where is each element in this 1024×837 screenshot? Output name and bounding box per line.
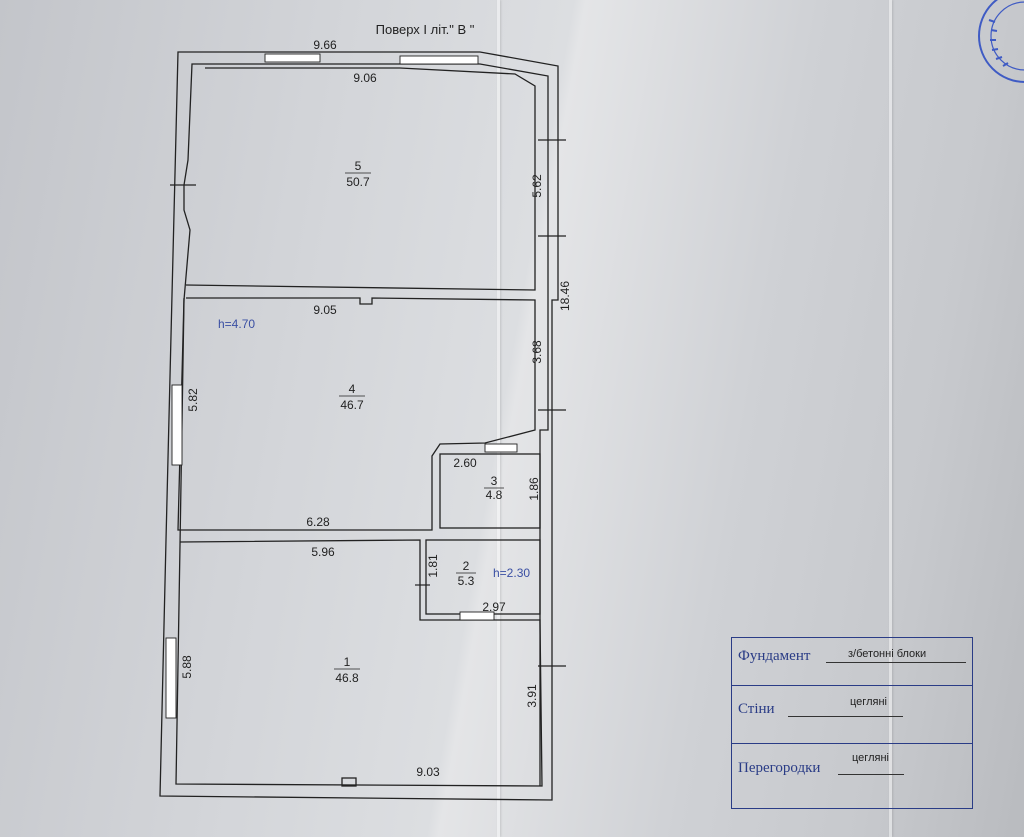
room-area: 46.7 <box>340 398 364 412</box>
seal-stamp-icon <box>978 0 1024 83</box>
dim-room1-left: 5.88 <box>180 655 194 679</box>
legend-row-walls: Стіни цегляні <box>732 686 972 744</box>
walls-underline <box>788 716 903 717</box>
room-1-walls <box>179 539 541 786</box>
dim-room3-height: 1.86 <box>527 477 541 501</box>
room-5-walls <box>185 67 536 291</box>
foundation-value: з/бетонні блоки <box>848 648 927 660</box>
dim-room2-width: 2.97 <box>482 600 506 614</box>
dim-room4-top: 9.05 <box>313 303 337 317</box>
room-4-outline <box>171 297 536 531</box>
room-5-label: 5 50.7 <box>345 159 371 189</box>
dim-room4-bottom: 6.28 <box>306 515 330 529</box>
room-2-outline <box>425 539 541 621</box>
room-3-label: 3 4.8 <box>484 474 504 502</box>
room-3-window <box>484 443 518 453</box>
dim-room4-left: 5.82 <box>186 388 200 412</box>
paper-fold-right <box>889 0 892 837</box>
room-2-label: 2 5.3 <box>456 559 476 588</box>
dim-room3-width: 2.60 <box>453 456 477 470</box>
room-3-outline <box>439 443 541 529</box>
room-number: 3 <box>491 474 498 488</box>
room-4-window <box>171 384 183 466</box>
room-1-entry <box>341 777 357 787</box>
dim-room1-right: 3.91 <box>525 684 539 708</box>
room-5-window-1 <box>264 53 321 63</box>
room-3-walls <box>439 453 541 529</box>
room-1-label: 1 46.8 <box>334 655 360 685</box>
legend-row-foundation: Фундамент з/бетонні блоки <box>732 638 972 686</box>
room-area: 4.8 <box>486 488 503 502</box>
room-5-window-2 <box>399 55 479 65</box>
foundation-label: Фундамент <box>738 648 811 664</box>
plan-title: Поверх I літ." В " <box>376 22 475 37</box>
outer-wall-line <box>159 51 559 801</box>
room-area: 50.7 <box>346 175 370 189</box>
dim-room5-right: 5.62 <box>530 174 544 198</box>
materials-legend: Фундамент з/бетонні блоки Стіни цегляні … <box>731 637 973 809</box>
height-main-label: h=4.70 <box>218 317 255 331</box>
room-number: 4 <box>349 382 356 396</box>
room-4-walls <box>177 297 536 531</box>
outer-walls <box>159 51 559 801</box>
dim-top-outer: 9.66 <box>313 38 337 52</box>
room-number: 2 <box>463 559 470 573</box>
partitions-underline <box>838 774 904 775</box>
room-2-window <box>459 611 495 621</box>
dim-room1-top: 5.96 <box>311 545 335 559</box>
dim-room4-right: 3.68 <box>530 340 544 364</box>
walls-value: цегляні <box>850 696 887 708</box>
foundation-underline <box>826 662 966 663</box>
room-1-outline <box>165 539 541 787</box>
room-4-label: 4 46.7 <box>339 382 365 412</box>
room-number: 1 <box>344 655 351 669</box>
room-area: 46.8 <box>335 671 359 685</box>
inner-wall-line <box>175 63 549 787</box>
partitions-label: Перегородки <box>738 760 821 776</box>
paper-fold-center <box>497 0 500 837</box>
dim-room1-bottom: 9.03 <box>416 765 440 779</box>
room-1-window <box>165 637 177 719</box>
partitions-value: цегляні <box>852 752 889 764</box>
room-number: 5 <box>355 159 362 173</box>
dim-top-inner: 9.06 <box>353 71 377 85</box>
dim-room2-height: 1.81 <box>426 554 440 578</box>
dimension-ticks <box>170 139 566 667</box>
room-area: 5.3 <box>458 574 475 588</box>
legend-row-partitions: Перегородки цегляні <box>732 744 972 808</box>
walls-label: Стіни <box>738 701 775 717</box>
height-annex-label: h=2.30 <box>493 566 530 580</box>
dim-overall-right: 18.46 <box>558 281 572 311</box>
room-5-outline <box>185 53 536 291</box>
